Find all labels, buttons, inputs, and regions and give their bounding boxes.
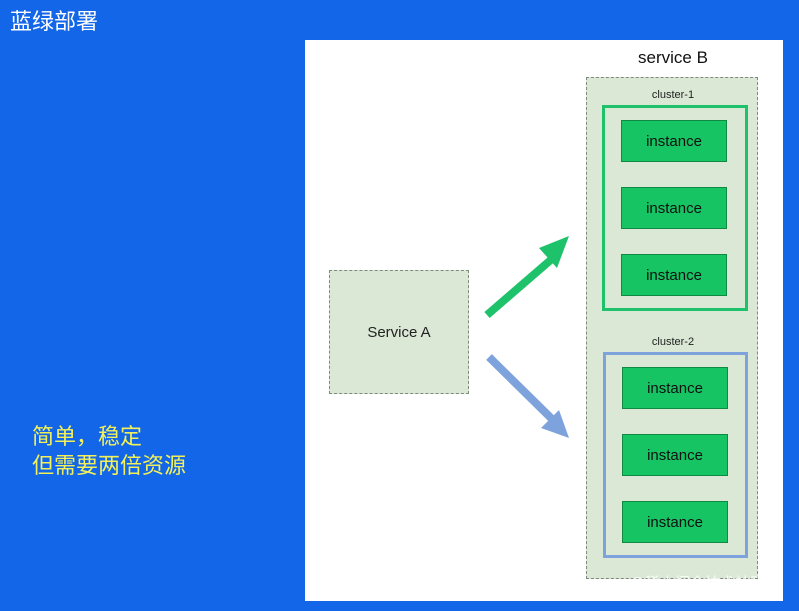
instance-box: instance (621, 187, 727, 229)
cluster-1-label: cluster-1 (651, 89, 695, 101)
instance-box: instance (621, 120, 727, 162)
diagram-panel: Service A service B cluster-1 instance i… (305, 40, 783, 601)
instance-box: instance (621, 254, 727, 296)
instance-box: instance (622, 501, 728, 543)
note-line: 简单，稳定 (32, 424, 143, 449)
cluster-2-label: cluster-2 (651, 336, 695, 348)
watermark: @稀土掘金技术社区 (630, 574, 766, 592)
arrows (484, 236, 569, 438)
note-line: 但需要两倍资源 (32, 453, 187, 478)
slide-title: 蓝绿部署 (10, 9, 99, 34)
instance-box: instance (622, 434, 728, 476)
green-arrow (484, 236, 569, 319)
slide-notes: 简单，稳定 但需要两倍资源 (32, 422, 186, 480)
instance-box: instance (622, 367, 728, 409)
blue-arrow (486, 354, 569, 438)
service-a-box: Service A (329, 270, 469, 394)
service-b-title: service B (638, 48, 708, 67)
